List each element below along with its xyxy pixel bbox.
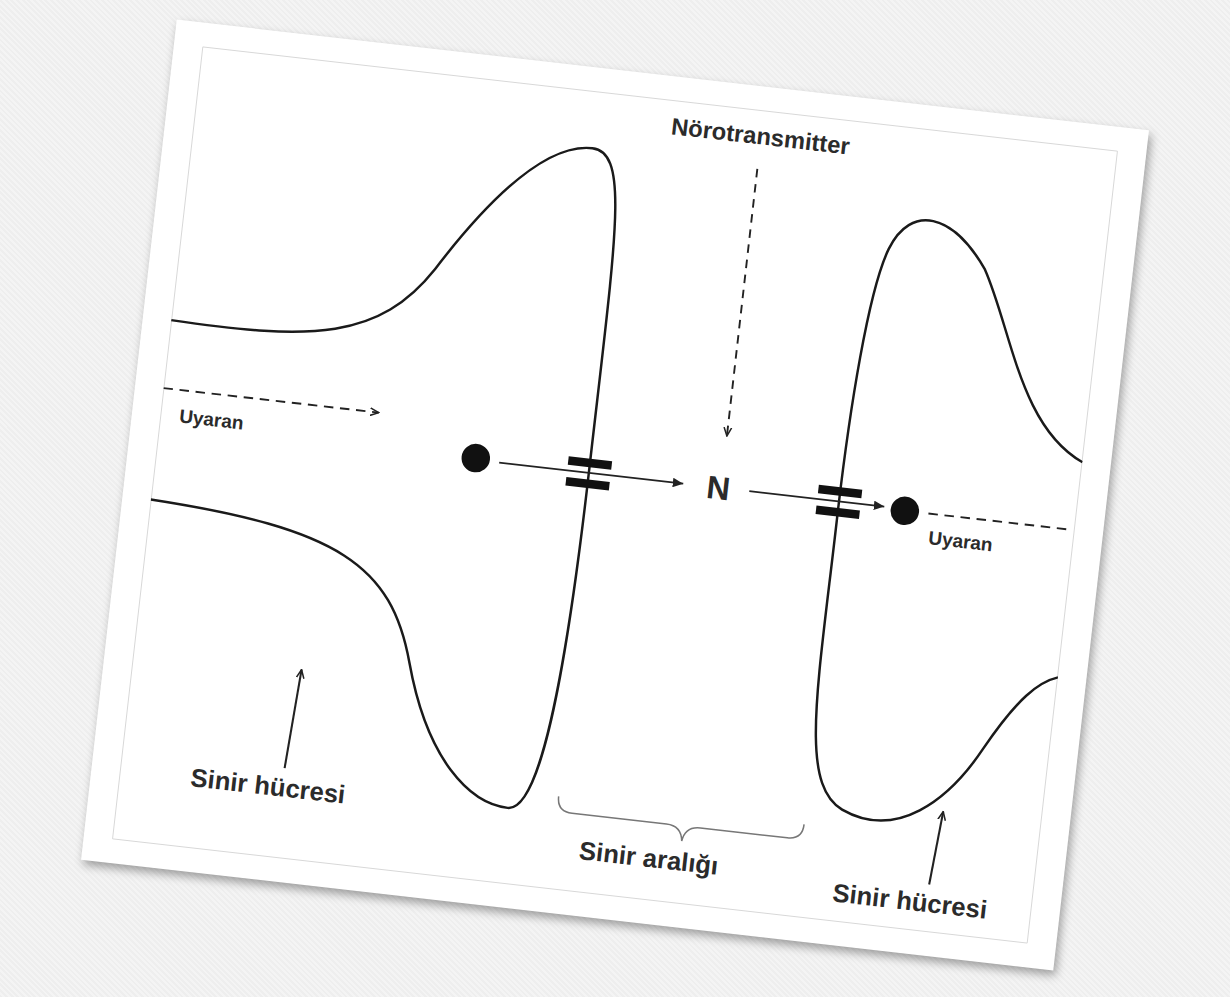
- membrane-channel: [565, 456, 862, 519]
- nerve-cell-outline: [121, 103, 626, 813]
- slide: NörotransmitterUyaranNUyaranSinir hücres…: [112, 46, 1118, 943]
- flow-arrow: [499, 463, 683, 484]
- leader-arrow: [929, 811, 943, 885]
- vesicle-dot: [460, 442, 492, 474]
- leader-arrow: [727, 169, 757, 436]
- nerve-cell-outline: [803, 214, 1108, 839]
- synapse-illustration: [112, 46, 1118, 943]
- stimulus-arrow: [928, 513, 1072, 529]
- paper-card: [81, 20, 1149, 971]
- vesicle-dot: [889, 495, 921, 527]
- substance-symbol: N: [705, 469, 732, 507]
- leader-arrow: [285, 669, 302, 769]
- flow-arrow: [749, 491, 884, 506]
